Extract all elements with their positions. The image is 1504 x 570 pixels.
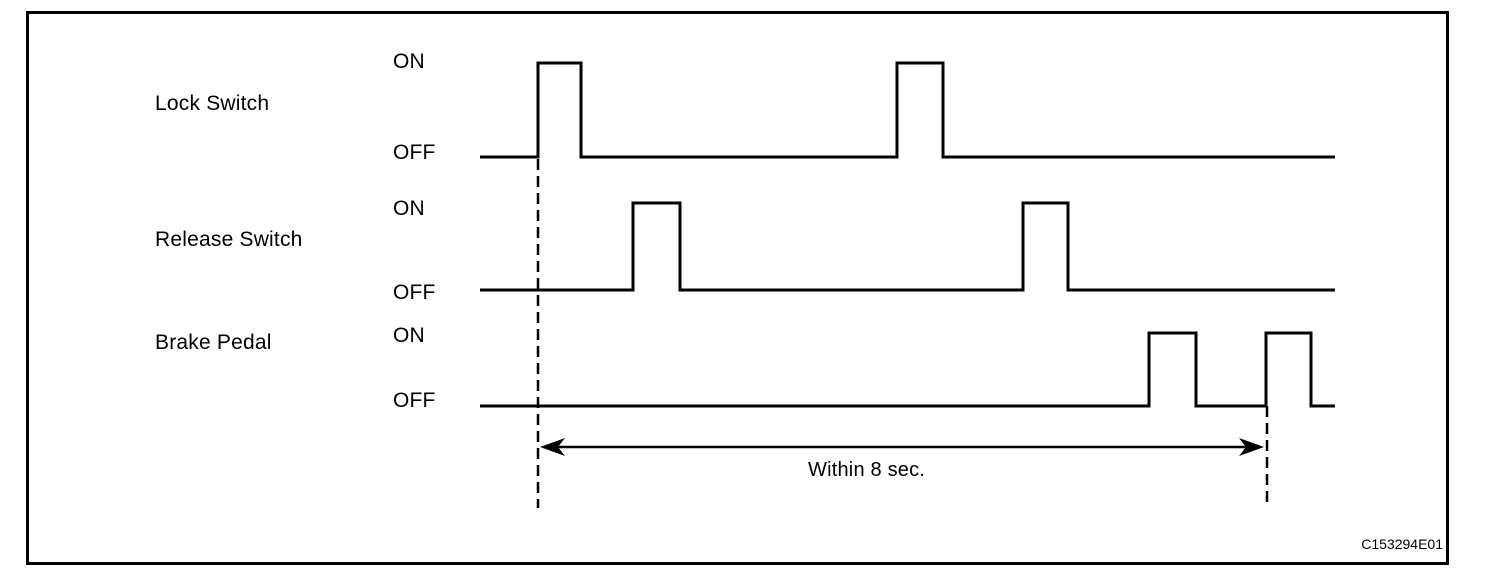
waveform-lock-switch — [480, 61, 1335, 159]
diagram-border-frame — [26, 11, 1449, 565]
signal-name-release-switch: Release Switch — [155, 228, 303, 251]
on-label-brake-pedal: ON — [393, 324, 425, 347]
waveform-brake-pedal — [480, 331, 1335, 408]
off-label-lock-switch: OFF — [393, 141, 436, 164]
off-label-release-switch: OFF — [393, 281, 436, 304]
interval-arrowhead-left — [540, 438, 565, 456]
interval-arrowhead-right — [1239, 438, 1264, 456]
on-label-release-switch: ON — [393, 197, 425, 220]
waveform-release-switch — [480, 201, 1335, 292]
signal-name-lock-switch: Lock Switch — [155, 92, 270, 115]
on-label-lock-switch: ON — [393, 50, 425, 73]
interval-duration-label: Within 8 sec. — [808, 459, 926, 481]
off-label-brake-pedal: OFF — [393, 389, 436, 412]
signal-name-brake-pedal: Brake Pedal — [155, 331, 272, 354]
figure-code: C153294E01 — [1361, 536, 1443, 552]
